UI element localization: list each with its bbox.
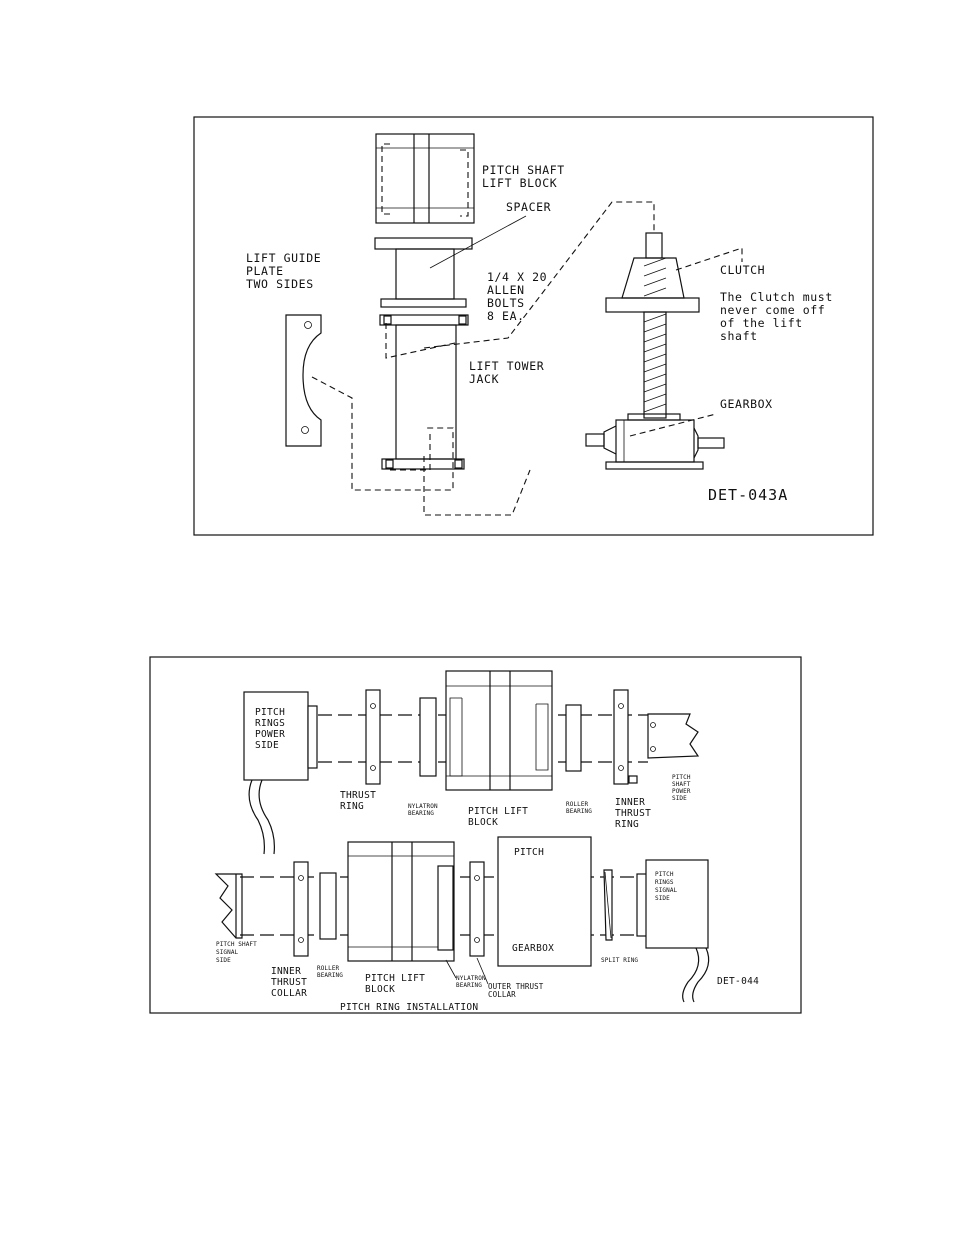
figure-det-043a: PITCH SHAFT LIFT BLOCK SPACER LIFT GUIDE… bbox=[193, 116, 874, 536]
split-ring bbox=[603, 869, 613, 941]
nylatron-bearing-bottom bbox=[437, 865, 454, 951]
label-outer-thrust-collar: OUTER THRUST COLLAR bbox=[488, 982, 548, 999]
pitch-lift-block-bottom bbox=[347, 841, 455, 962]
figure-frame-top bbox=[193, 116, 874, 536]
drawing-id-top: DET-043A bbox=[708, 486, 788, 504]
pitch-gearbox bbox=[497, 836, 592, 967]
label-pitch-shaft-lift-block: PITCH SHAFT LIFT BLOCK bbox=[482, 163, 572, 190]
label-pitch-shaft-signal-side: PITCH SHAFT SIGNAL SIDE bbox=[216, 941, 261, 964]
label-pitch-shaft-power-side: PITCH SHAFT POWER SIDE bbox=[672, 774, 694, 802]
label-allen-bolts: 1/4 X 20 ALLEN BOLTS 8 EA. bbox=[487, 270, 555, 323]
label-clutch: CLUTCH bbox=[720, 263, 765, 277]
pitch-rings-power-side bbox=[243, 691, 318, 855]
lift-guide-plate bbox=[285, 314, 454, 491]
drawing-id-bottom: DET-044 bbox=[717, 976, 759, 987]
label-pitch-rings-power-side: PITCH RINGS POWER SIDE bbox=[255, 707, 291, 751]
label-roller-bearing-bottom: ROLLER BEARING bbox=[317, 965, 343, 979]
spacer bbox=[374, 215, 527, 308]
label-inner-thrust-collar: INNER THRUST COLLAR bbox=[271, 966, 313, 999]
label-pitch-rings-signal-side: PITCH RINGS SIGNAL SIDE bbox=[655, 871, 681, 902]
nylatron-bearing-top bbox=[419, 697, 437, 777]
roller-bearing-top bbox=[565, 704, 582, 772]
inner-thrust-ring bbox=[613, 689, 638, 785]
pitch-shaft-power-side bbox=[647, 713, 700, 759]
thrust-ring bbox=[365, 689, 381, 785]
label-inner-thrust-ring: INNER THRUST RING bbox=[615, 797, 657, 830]
pitch-rings-signal-side bbox=[636, 859, 710, 1003]
label-nylatron-bearing-bottom: NYLATRON BEARING bbox=[456, 975, 489, 989]
label-spacer: SPACER bbox=[506, 200, 551, 214]
figure-frame-bottom bbox=[149, 656, 802, 1014]
label-pitch-lift-block-bottom: PITCH LIFT BLOCK bbox=[365, 973, 431, 995]
label-roller-bearing-top: ROLLER BEARING bbox=[566, 801, 592, 815]
label-thrust-ring: THRUST RING bbox=[340, 790, 382, 812]
outer-thrust-collar bbox=[469, 861, 485, 957]
clutch-assembly bbox=[423, 201, 743, 516]
label-pitch-gearbox-bottom: GEARBOX bbox=[512, 943, 554, 954]
roller-bearing-bottom bbox=[319, 872, 337, 940]
pitch-lift-block-top bbox=[445, 670, 553, 791]
label-clutch-note: The Clutch must never come off of the li… bbox=[720, 290, 840, 343]
figure-det-044: PITCH RINGS POWER SIDE THRUST RING NYLAT… bbox=[149, 656, 802, 1014]
label-lift-tower-jack: LIFT TOWER JACK bbox=[469, 359, 552, 386]
caption-pitch-ring-installation: PITCH RING INSTALLATION bbox=[340, 1002, 478, 1013]
label-gearbox: GEARBOX bbox=[720, 397, 773, 411]
pitch-shaft-signal-side bbox=[214, 873, 243, 939]
label-split-ring: SPLIT RING bbox=[601, 957, 638, 964]
label-nylatron-bearing-top: NYLATRON BEARING bbox=[408, 803, 441, 817]
label-pitch-gearbox-top: PITCH bbox=[514, 847, 544, 858]
label-pitch-lift-block-top: PITCH LIFT BLOCK bbox=[468, 806, 534, 828]
inner-thrust-collar bbox=[293, 861, 309, 957]
lift-tower-jack bbox=[379, 314, 469, 471]
label-lift-guide-plate: LIFT GUIDE PLATE TWO SIDES bbox=[246, 251, 329, 291]
pitch-shaft-lift-block bbox=[375, 133, 475, 224]
gearbox-top bbox=[585, 413, 725, 470]
